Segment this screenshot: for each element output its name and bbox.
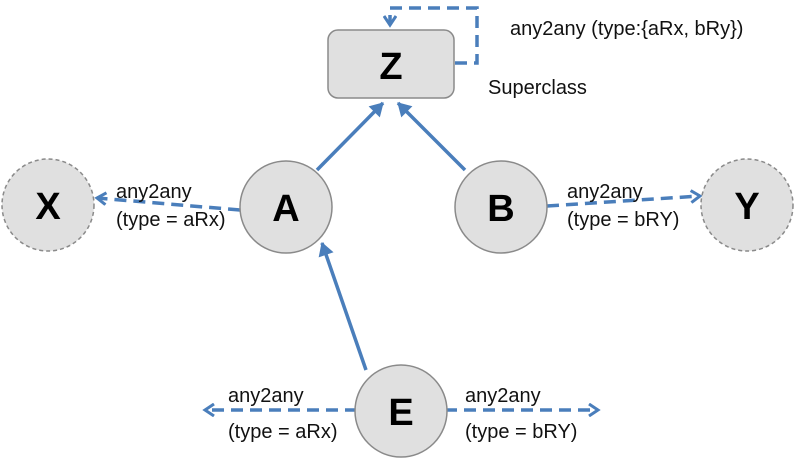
node-x: X xyxy=(1,158,95,252)
e-right-label-line2: (type = bRY) xyxy=(465,421,577,443)
edge-b-to-y xyxy=(546,196,700,208)
b-y-label-line2: (type = bRY) xyxy=(567,209,679,231)
node-a-label: A xyxy=(272,188,299,230)
e-left-label-line2: (type = aRx) xyxy=(228,421,337,443)
node-y-label: Y xyxy=(734,186,759,228)
a-x-label-line1: any2any xyxy=(116,181,192,203)
node-z: Z xyxy=(327,29,455,99)
b-y-label-line1: any2any xyxy=(567,181,643,203)
z-self-loop-label: any2any (type:{aRx, bRy}) xyxy=(510,18,743,40)
node-y: Y xyxy=(700,158,794,252)
edge-z-self-loop xyxy=(390,6,479,65)
a-x-label-line2: (type = aRx) xyxy=(116,209,225,231)
e-right-label-line1: any2any xyxy=(465,385,541,407)
node-b: B xyxy=(454,160,548,254)
superclass-label: Superclass xyxy=(488,77,587,99)
node-a: A xyxy=(239,160,333,254)
node-z-label: Z xyxy=(379,46,402,88)
node-e: E xyxy=(354,364,448,458)
edge-a-to-x xyxy=(97,198,241,212)
e-left-label-line1: any2any xyxy=(228,385,304,407)
edge-a-to-z xyxy=(315,101,385,172)
node-b-label: B xyxy=(487,188,514,230)
edge-b-to-z xyxy=(396,101,467,172)
edge-e-to-a xyxy=(318,242,368,371)
node-e-label: E xyxy=(388,392,413,434)
node-x-label: X xyxy=(35,186,61,228)
